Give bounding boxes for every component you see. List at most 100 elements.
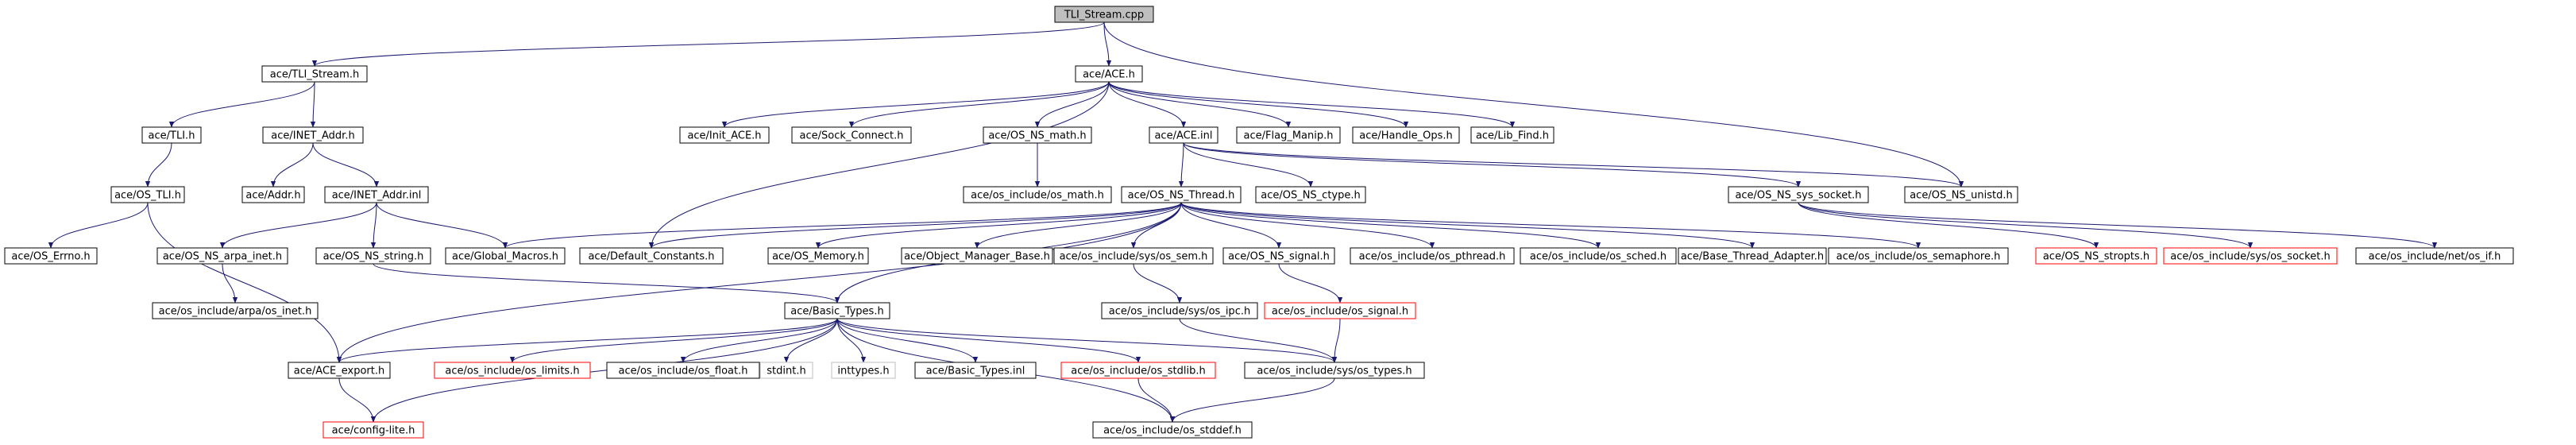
node-box bbox=[1054, 6, 1154, 23]
edge-inet_addr_h-to-inet_addr_inl bbox=[312, 142, 380, 188]
edges-layer bbox=[48, 21, 2437, 423]
node-label: ace/os_include/arpa/os_inet.h bbox=[159, 306, 312, 318]
edge-os_ns_thread_h-to-object_manager_base_h bbox=[974, 202, 1182, 249]
node-os-ns-thread-h[interactable]: ace/OS_NS_Thread.h bbox=[1121, 186, 1242, 203]
node-os-errno-h[interactable]: ace/OS_Errno.h bbox=[4, 247, 98, 265]
node-os-ns-string-h[interactable]: ace/OS_NS_string.h bbox=[315, 247, 431, 265]
edge-os_ns_arpa_inet_h-to-os_include_arpa_inet_h bbox=[222, 263, 238, 304]
node-os-include-sys-ipc-h[interactable]: ace/os_include/sys/os_ipc.h bbox=[1101, 302, 1258, 319]
node-ace-export-h[interactable]: ace/ACE_export.h bbox=[288, 362, 391, 379]
edge-os_ns_thread_h-to-os_include_semaphore_h bbox=[1180, 202, 1921, 249]
node-os-ns-sys-socket-h[interactable]: ace/OS_NS_sys_socket.h bbox=[1728, 186, 1869, 203]
node-init-ace-h[interactable]: ace/Init_ACE.h bbox=[679, 126, 770, 144]
edge-os_tli_h-to-ace_export_h bbox=[147, 202, 342, 363]
node-os-include-sys-sem-h[interactable]: ace/os_include/sys/os_sem.h bbox=[1053, 247, 1214, 265]
node-os-include-math-h[interactable]: ace/os_include/os_math.h bbox=[963, 186, 1112, 203]
node-label: ace/os_include/os_sched.h bbox=[1530, 251, 1666, 263]
node-os-include-limits-h[interactable]: ace/os_include/os_limits.h bbox=[434, 362, 591, 379]
node-addr-h[interactable]: ace/Addr.h bbox=[241, 186, 305, 203]
node-label: ace/Sock_Connect.h bbox=[800, 130, 904, 142]
node-label: ace/OS_Memory.h bbox=[772, 251, 864, 263]
node-label: ace/TLI_Stream.h bbox=[270, 69, 359, 81]
node-base-thread-adapter-h[interactable]: ace/Base_Thread_Adapter.h bbox=[1678, 247, 1827, 265]
node-box bbox=[4, 247, 98, 265]
node-flag-manip-h[interactable]: ace/Flag_Manip.h bbox=[1236, 126, 1341, 144]
node-label: ace/OS_NS_math.h bbox=[988, 130, 1086, 142]
node-os-ns-math-h[interactable]: ace/OS_NS_math.h bbox=[983, 126, 1092, 144]
node-box bbox=[2035, 247, 2157, 265]
edge-os_ns_thread_h-to-default_constants_h bbox=[648, 202, 1182, 249]
node-label: ace/OS_NS_signal.h bbox=[1228, 251, 1330, 263]
edge-ace_h-to-handle_ops_h bbox=[1108, 81, 1409, 128]
node-os-ns-ctype-h[interactable]: ace/OS_NS_ctype.h bbox=[1255, 186, 1366, 203]
node-inet-addr-inl[interactable]: ace/INET_Addr.inl bbox=[324, 186, 429, 203]
node-label: ace/OS_NS_stropts.h bbox=[2043, 251, 2149, 263]
node-ace-inl[interactable]: ace/ACE.inl bbox=[1149, 126, 1218, 144]
node-handle-ops-h[interactable]: ace/Handle_Ops.h bbox=[1352, 126, 1460, 144]
node-label: ace/os_include/os_float.h bbox=[618, 366, 747, 377]
edge-basic_types_h-to-ace_export_h bbox=[336, 318, 838, 363]
node-box bbox=[152, 302, 319, 319]
node-tli-stream-h[interactable]: ace/TLI_Stream.h bbox=[261, 65, 368, 83]
node-label: ace/OS_NS_unistd.h bbox=[1910, 190, 2013, 202]
node-label: ace/os_include/os_pthread.h bbox=[1359, 251, 1506, 263]
node-os-include-sys-socket-h[interactable]: ace/os_include/sys/os_socket.h bbox=[2163, 247, 2338, 265]
node-os-ns-unistd-h[interactable]: ace/OS_NS_unistd.h bbox=[1904, 186, 2018, 203]
node-sock-connect-h[interactable]: ace/Sock_Connect.h bbox=[791, 126, 912, 144]
node-label: stdint.h bbox=[767, 366, 805, 377]
node-box bbox=[1236, 126, 1341, 144]
edge-ace_inl-to-os_ns_sys_socket_h bbox=[1183, 142, 1801, 188]
node-stdint-h[interactable]: stdint.h bbox=[759, 362, 813, 379]
edge-basic_types_h-to-basic_types_inl bbox=[836, 318, 979, 363]
node-box bbox=[1075, 65, 1143, 83]
edge-os_include_stdlib_h-to-os_include_stddef_h bbox=[1137, 377, 1176, 423]
node-os-include-net-if-h[interactable]: ace/os_include/net/os_if.h bbox=[2355, 247, 2514, 265]
node-basic-types-h[interactable]: ace/Basic_Types.h bbox=[784, 302, 890, 319]
node-os-memory-h[interactable]: ace/OS_Memory.h bbox=[767, 247, 869, 265]
edge-tli_stream_h-to-tli_h bbox=[168, 81, 315, 128]
node-os-include-pthread-h[interactable]: ace/os_include/os_pthread.h bbox=[1350, 247, 1515, 265]
node-inttypes-h[interactable]: inttypes.h bbox=[831, 362, 896, 379]
node-box bbox=[1053, 247, 1214, 265]
node-tli-h[interactable]: ace/TLI.h bbox=[141, 126, 202, 144]
node-object-manager-base-h[interactable]: ace/Object_Manager_Base.h bbox=[901, 247, 1053, 265]
node-os-include-arpa-inet-h[interactable]: ace/os_include/arpa/os_inet.h bbox=[152, 302, 319, 319]
node-label: inttypes.h bbox=[837, 366, 889, 377]
node-box bbox=[262, 126, 364, 144]
edge-ace_h-to-default_constants_h bbox=[648, 81, 1110, 249]
edge-ace_export_h-to-config_lite_h bbox=[338, 377, 377, 423]
node-default-constants-h[interactable]: ace/Default_Constants.h bbox=[579, 247, 724, 265]
edge-tli_stream_cpp-to-tli_stream_h bbox=[312, 21, 1105, 67]
node-config-lite-h[interactable]: ace/config-lite.h bbox=[322, 421, 424, 439]
node-os-include-float-h[interactable]: ace/os_include/os_float.h bbox=[606, 362, 760, 379]
node-os-include-sched-h[interactable]: ace/os_include/os_sched.h bbox=[1520, 247, 1677, 265]
node-box bbox=[983, 126, 1092, 144]
node-label: ace/os_include/sys/os_socket.h bbox=[2170, 251, 2330, 263]
node-os-tli-h[interactable]: ace/OS_TLI.h bbox=[110, 186, 185, 203]
edge-basic_types_h-to-os_include_limits_h bbox=[509, 318, 838, 363]
edge-ace_h-to-lib_find_h bbox=[1108, 81, 1516, 128]
edge-ace_inl-to-os_ns_ctype_h bbox=[1183, 142, 1314, 188]
node-os-ns-stropts-h[interactable]: ace/OS_NS_stropts.h bbox=[2035, 247, 2157, 265]
node-os-include-stdlib-h[interactable]: ace/os_include/os_stdlib.h bbox=[1060, 362, 1216, 379]
node-label: ace/OS_NS_ctype.h bbox=[1261, 190, 1361, 202]
node-os-include-stddef-h[interactable]: ace/os_include/os_stddef.h bbox=[1092, 421, 1253, 439]
node-basic-types-inl[interactable]: ace/Basic_Types.inl bbox=[914, 362, 1037, 379]
node-os-include-sys-types-h[interactable]: ace/os_include/sys/os_types.h bbox=[1244, 362, 1425, 379]
node-label: ace/Flag_Manip.h bbox=[1244, 130, 1334, 142]
node-lib-find-h[interactable]: ace/Lib_Find.h bbox=[1470, 126, 1554, 144]
node-os-ns-arpa-inet-h[interactable]: ace/OS_NS_arpa_inet.h bbox=[156, 247, 288, 265]
node-tli-stream-cpp[interactable]: TLI_Stream.cpp bbox=[1054, 6, 1154, 23]
node-os-include-semaphore-h[interactable]: ace/os_include/os_semaphore.h bbox=[1828, 247, 2009, 265]
node-label: ace/Init_ACE.h bbox=[687, 130, 761, 142]
node-os-include-signal-h[interactable]: ace/os_include/os_signal.h bbox=[1264, 302, 1416, 319]
node-os-ns-signal-h[interactable]: ace/OS_NS_signal.h bbox=[1222, 247, 1335, 265]
node-global-macros-h[interactable]: ace/Global_Macros.h bbox=[445, 247, 566, 265]
node-box bbox=[156, 247, 288, 265]
node-ace-h[interactable]: ace/ACE.h bbox=[1075, 65, 1143, 83]
node-box bbox=[1828, 247, 2009, 265]
node-inet-addr-h[interactable]: ace/INET_Addr.h bbox=[262, 126, 364, 144]
edge-basic_types_h-to-inttypes_h bbox=[836, 318, 867, 363]
node-box bbox=[606, 362, 760, 379]
